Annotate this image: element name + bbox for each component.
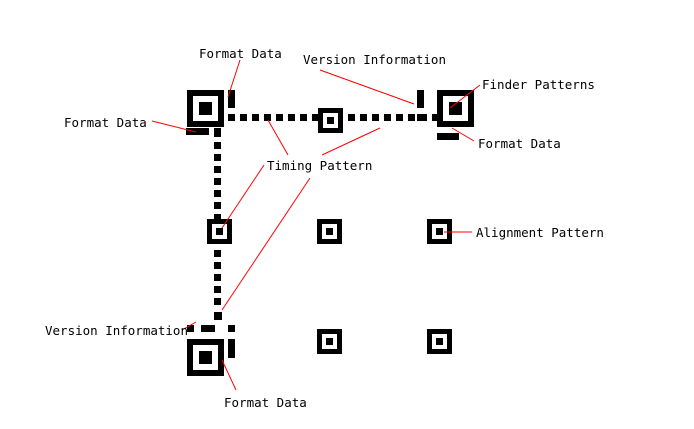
alignment-middle-left [207, 219, 232, 244]
timing-dot-v-12 [214, 274, 221, 281]
timing-dot-h-11 [360, 114, 367, 121]
format-bl-bar2 [201, 325, 215, 332]
timing-dot-v-5 [214, 190, 221, 197]
label-version-information-bottom: Version Information [45, 323, 188, 338]
timing-dot-h-7 [312, 114, 319, 121]
timing-dot-v-11 [214, 262, 221, 269]
format-bl-top [214, 312, 222, 320]
finder-top-right [437, 90, 474, 127]
alignment-timing-row [318, 108, 343, 133]
alignment-middle-right [427, 219, 452, 244]
timing-dot-v-7 [214, 214, 221, 221]
timing-dot-v-10 [214, 250, 221, 257]
timing-dot-h-0 [228, 114, 235, 121]
timing-dot-v-6 [214, 202, 221, 209]
finder-top-left [187, 90, 224, 127]
format-tl-corner [214, 128, 221, 135]
timing-dot-v-4 [214, 178, 221, 185]
format-bl-right [228, 325, 235, 332]
alignment-bottom-right [427, 329, 452, 354]
timing-dot-h-3 [264, 114, 271, 121]
timing-dot-v-1 [214, 142, 221, 149]
label-finder-patterns: Finder Patterns [482, 77, 595, 92]
format-tr-bar [437, 133, 459, 140]
label-format-data-left: Format Data [64, 115, 147, 130]
format-tl-vertical [228, 90, 235, 108]
alignment-middle-center-core [326, 228, 333, 235]
timing-dot-h-12 [372, 114, 379, 121]
timing-dot-v-3 [214, 166, 221, 173]
timing-dot-h-5 [288, 114, 295, 121]
finder-bottom-left-core [199, 351, 212, 364]
timing-dot-h-6 [300, 114, 307, 121]
alignment-bottom-center-core [326, 338, 333, 345]
timing-dot-h-1 [240, 114, 247, 121]
version-tr-a [417, 90, 424, 108]
leader-timing-pattern-d [221, 177, 311, 311]
label-timing-pattern: Timing Pattern [267, 158, 373, 173]
leader-version-information-top [319, 69, 415, 105]
finder-top-left-core [199, 102, 212, 115]
timing-dot-h-13 [384, 114, 391, 121]
finder-top-right-core [449, 102, 462, 115]
version-bl-b [201, 325, 208, 332]
alignment-timing-row-core [327, 117, 334, 124]
label-format-data-right: Format Data [478, 136, 561, 151]
format-tl-horizontal [186, 128, 209, 135]
leader-format-data-bottom [221, 359, 237, 391]
finder-bottom-left [187, 339, 224, 376]
timing-dot-v-14 [214, 298, 221, 305]
timing-dot-h-14 [396, 114, 403, 121]
label-version-information-top: Version Information [303, 52, 446, 67]
format-bl-vertical [228, 339, 235, 358]
label-format-data-top: Format Data [199, 46, 282, 61]
timing-dot-h-10 [348, 114, 355, 121]
timing-dot-h-15 [408, 114, 415, 121]
version-tr-b [417, 114, 424, 121]
alignment-middle-right-core [436, 228, 443, 235]
label-alignment-pattern: Alignment Pattern [476, 225, 604, 240]
timing-dot-h-4 [276, 114, 283, 121]
version-bl-a [187, 325, 194, 332]
timing-dot-h-17 [432, 114, 439, 121]
alignment-middle-center [317, 219, 342, 244]
alignment-middle-left-core [216, 228, 223, 235]
leader-timing-pattern-b [267, 119, 289, 156]
timing-dot-h-2 [252, 114, 259, 121]
alignment-bottom-right-core [436, 338, 443, 345]
timing-dot-v-13 [214, 286, 221, 293]
alignment-bottom-center [317, 329, 342, 354]
timing-dot-v-2 [214, 154, 221, 161]
label-format-data-bottom: Format Data [224, 395, 307, 410]
